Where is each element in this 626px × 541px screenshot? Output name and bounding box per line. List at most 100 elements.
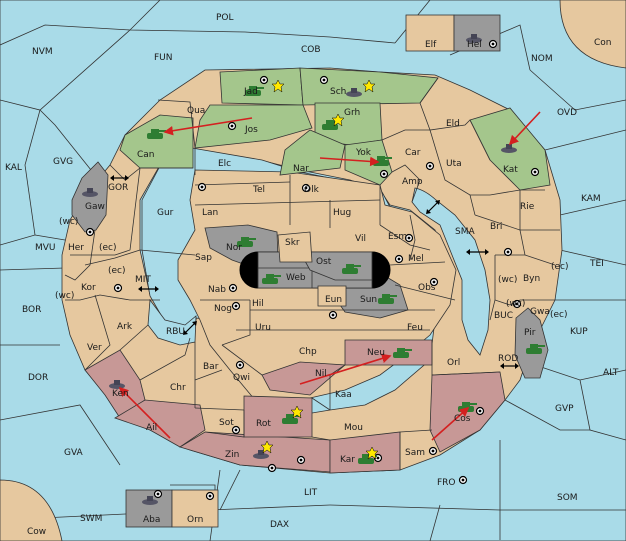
label-RBU: RBU (166, 327, 185, 337)
label-Sot: Sot (219, 418, 234, 428)
land-borders (64, 77, 560, 470)
label-Cow: Cow (27, 527, 46, 537)
label-Sch: Sch (330, 87, 346, 97)
fleet-icon[interactable] (346, 88, 362, 97)
label-DAX: DAX (270, 520, 289, 530)
label-Zin: Zin (225, 450, 239, 460)
army-icon[interactable] (282, 414, 301, 424)
fleet-icon[interactable] (142, 496, 158, 505)
supply-centers (85, 39, 540, 501)
region-Jad[interactable] (219, 67, 304, 106)
label-Tel: Tel (252, 185, 265, 195)
label-Can: Can (137, 150, 155, 160)
army-icon[interactable] (393, 348, 412, 358)
label-Kat: Kat (503, 165, 518, 175)
label-COB: COB (301, 45, 321, 55)
fleet-icon[interactable] (253, 450, 269, 459)
label-Hel: Hel (467, 40, 482, 50)
label-Rie: Rie (520, 202, 535, 212)
label-Mel: Mel (408, 254, 424, 264)
region-Skr[interactable] (277, 231, 313, 263)
label-Vil: Vil (355, 234, 366, 244)
label-Elf: Elf (425, 40, 437, 50)
army-icon[interactable] (245, 86, 264, 96)
label-coast-ec: (ec) (551, 262, 569, 272)
label-Uta: Uta (446, 159, 462, 169)
label-FUN: FUN (154, 53, 173, 63)
label-SOM: SOM (557, 493, 578, 503)
army-icon[interactable] (237, 237, 256, 247)
star-icon (362, 79, 376, 93)
army-icon[interactable] (378, 294, 397, 304)
star-icon (290, 405, 304, 419)
label-Sap: Sap (195, 253, 212, 263)
label-Grh: Grh (344, 108, 360, 118)
label-KAL: KAL (5, 163, 22, 173)
label-Web: Web (286, 273, 306, 283)
army-icon[interactable] (262, 274, 281, 284)
label-Obs: Obs (418, 283, 436, 293)
label-MVU: MVU (35, 243, 56, 253)
label-Her: Her (68, 243, 84, 253)
label-LIT: LIT (304, 488, 318, 498)
army-icon[interactable] (342, 264, 361, 274)
label-Ver: Ver (87, 343, 102, 353)
label-Bar: Bar (203, 362, 219, 372)
label-Esm: Esm (388, 232, 407, 242)
label-Gur: Gur (157, 208, 174, 218)
label-Qua: Qua (187, 106, 205, 116)
label-GOR: GOR (108, 183, 128, 193)
label-Gwa: Gwa (530, 307, 550, 317)
label-Lan: Lan (202, 208, 218, 218)
star-icon (260, 440, 274, 454)
label-Olk: Olk (304, 185, 320, 195)
label-Nog: Nog (214, 304, 232, 314)
label-ALT: ALT (603, 368, 619, 378)
star-icon (365, 446, 379, 460)
label-SWM: SWM (80, 514, 102, 524)
label-GVA: GVA (64, 448, 84, 458)
region-Pir[interactable] (514, 307, 549, 379)
label-Eun: Eun (325, 295, 342, 305)
label-TEI: TEI (589, 259, 604, 269)
region-Jos[interactable] (194, 104, 313, 149)
region-Ail[interactable] (114, 399, 206, 448)
label-GVP: GVP (555, 404, 574, 414)
fleet-icon[interactable] (501, 144, 517, 153)
label-coast-wc: (wc) (59, 217, 78, 227)
label-OVD: OVD (557, 108, 577, 118)
label-Orl: Orl (447, 358, 460, 368)
army-icon[interactable] (526, 344, 545, 354)
label-Gaw: Gaw (85, 202, 105, 212)
label-Nar: Nar (293, 164, 309, 174)
label-coast-ec: (ec) (99, 243, 117, 253)
region-Nar[interactable] (279, 129, 346, 176)
fleet-icon[interactable] (82, 188, 98, 197)
label-Sam: Sam (405, 448, 425, 458)
region-Rot[interactable] (243, 395, 313, 438)
region-labels: POL NVM FUN COB NOM Con OVD KAL GVG GOR … (5, 13, 619, 537)
label-SMA: SMA (455, 227, 475, 237)
region-Eun[interactable] (317, 285, 347, 307)
label-Nor: Nor (226, 243, 242, 253)
label-Kaa: Kaa (335, 390, 352, 400)
region-Nil[interactable] (261, 361, 347, 396)
label-Aba: Aba (143, 515, 160, 525)
fleet-icon[interactable] (466, 34, 482, 43)
label-coast-wc: (wc) (498, 275, 517, 285)
label-Feu: Feu (407, 323, 423, 333)
label-KAM: KAM (581, 194, 601, 204)
label-Chr: Chr (170, 383, 186, 393)
label-Qwi: Qwi (233, 373, 250, 383)
label-NVM: NVM (32, 47, 53, 57)
label-Skr: Skr (285, 238, 300, 248)
army-icon[interactable] (147, 129, 166, 139)
label-Ark: Ark (117, 322, 133, 332)
region-Elf[interactable] (405, 14, 455, 52)
label-Kor: Kor (81, 283, 96, 293)
label-BOR: BOR (22, 305, 41, 315)
label-Ost: Ost (316, 257, 332, 267)
label-Cos: Cos (454, 414, 471, 424)
region-Neu[interactable] (344, 339, 433, 366)
